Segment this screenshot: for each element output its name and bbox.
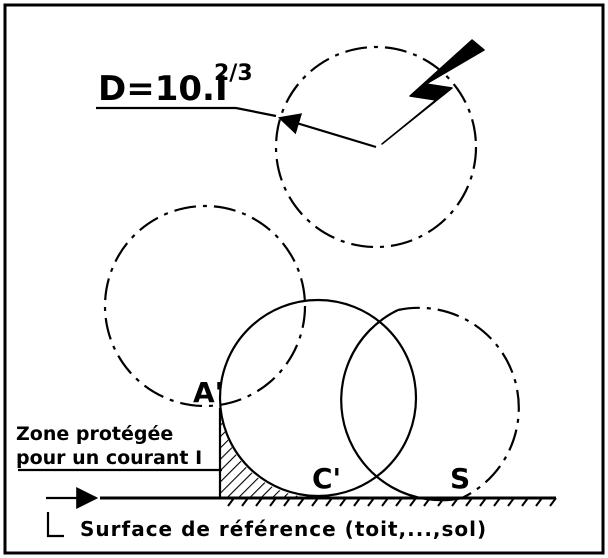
zone-label-line1: Zone protégée: [16, 423, 173, 445]
protected-zone-hatch: [220, 410, 318, 499]
surface-bracket: [46, 512, 64, 538]
radius-arrow: [277, 113, 377, 149]
dashed-sphere-left: [103, 204, 307, 408]
ground-hatch: [227, 497, 557, 507]
rolling-sphere-middle: [218, 298, 418, 498]
point-s-label: S: [450, 462, 470, 495]
formula-leader: [235, 106, 277, 118]
zone-label-line2: pour un courant I: [16, 447, 202, 469]
formula-exponent: 2/3: [214, 61, 253, 86]
dashed-sphere-top: [274, 45, 478, 249]
lightning-bolt-icon: [381, 39, 485, 145]
rolling-sphere-right-dashed: [397, 306, 520, 499]
point-a-label: A': [193, 376, 223, 409]
surface-label: Surface de référence (toit,...,sol): [80, 517, 487, 541]
point-c-label: C': [312, 462, 341, 495]
rolling-sphere-right-solid: [340, 309, 463, 502]
diagram-frame: [3, 3, 605, 555]
formula-text: D=10.I: [98, 69, 228, 109]
